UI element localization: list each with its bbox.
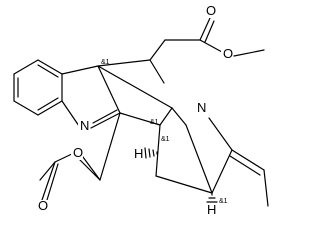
indolenine-nitrogen-label: N bbox=[80, 118, 89, 133]
acetate-carbonyl-oxygen-label: O bbox=[38, 198, 48, 213]
carbonyl-oxygen-label: O bbox=[206, 3, 216, 18]
cage-bonds bbox=[97, 39, 233, 194]
methyl-ester-group bbox=[164, 17, 265, 57]
ethylidene-group bbox=[229, 149, 269, 207]
amine-nitrogen-label: N bbox=[197, 100, 206, 115]
acetate-ether-oxygen-label: O bbox=[73, 145, 83, 160]
indolenine-ring bbox=[61, 65, 121, 129]
lower-bridgehead-stereo-label: &1 bbox=[219, 198, 228, 205]
benzene-ring bbox=[13, 59, 63, 116]
acetoxymethyl-group bbox=[39, 151, 101, 201]
lower-hydrogen-label: H bbox=[207, 202, 216, 217]
hashed-wedge-bond bbox=[144, 147, 158, 159]
stereo-labels: &1 &1 &1 &1 bbox=[101, 59, 228, 205]
spiro-center-stereo-label: &1 bbox=[101, 59, 110, 66]
bridge-carbon-stereo-label: &1 bbox=[150, 119, 159, 126]
ester-oxygen-label: O bbox=[223, 46, 233, 61]
chemical-structure: O O N N O O H H &1 &1 &1 &1 bbox=[13, 3, 269, 217]
hydrogen-labels: H H bbox=[134, 146, 216, 217]
atom-labels: O O N N O O bbox=[37, 3, 233, 214]
hydrogen-center-stereo-label: &1 bbox=[161, 136, 170, 143]
upper-hydrogen-label: H bbox=[134, 146, 143, 161]
lower-hashed-bond bbox=[206, 192, 218, 203]
